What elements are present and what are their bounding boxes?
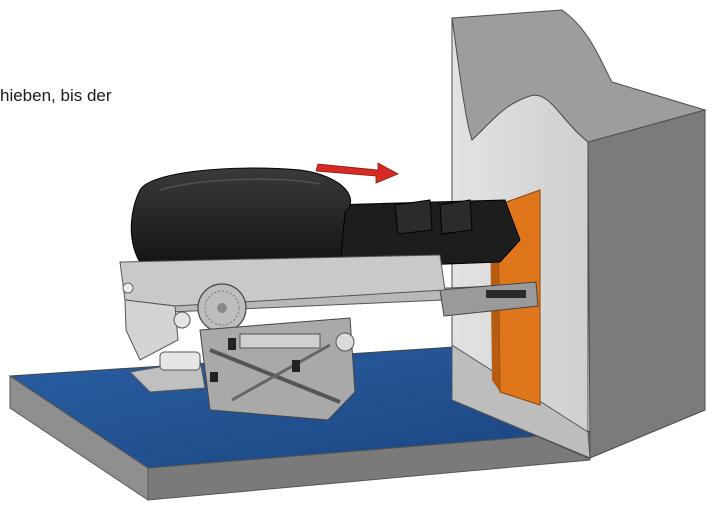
direction-arrow [315,162,399,184]
caption-text: hieben, bis der [0,86,112,105]
welding-machine [119,167,539,421]
